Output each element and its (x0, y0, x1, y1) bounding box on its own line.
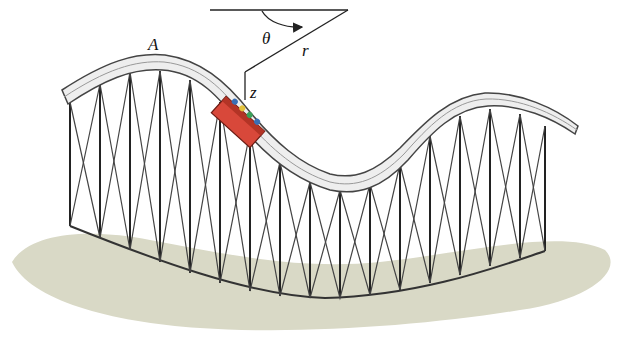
track-rail (64, 62, 577, 184)
label: r (302, 42, 309, 59)
coaster-car (211, 93, 268, 148)
label: A (148, 36, 158, 53)
label: z (250, 84, 257, 101)
label: θ (262, 30, 270, 47)
coordinate-lines (210, 10, 348, 100)
track (62, 54, 578, 191)
